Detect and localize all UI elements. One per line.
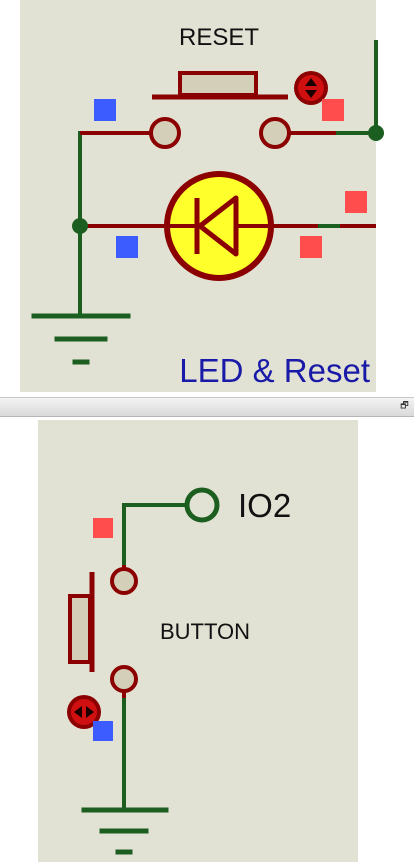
io2-label: IO2 bbox=[238, 487, 291, 524]
reset-contact-left bbox=[149, 117, 181, 149]
led-component[interactable] bbox=[164, 171, 274, 281]
led-diode-symbol bbox=[197, 195, 239, 257]
reset-label: RESET bbox=[179, 24, 259, 51]
button-contact-top bbox=[110, 567, 138, 595]
reset-plunger-cap bbox=[178, 71, 258, 97]
reset-contact-right bbox=[259, 117, 291, 149]
component-leads-top bbox=[80, 131, 376, 228]
reset-pushbutton[interactable] bbox=[149, 71, 291, 149]
reset-actuator-icon[interactable] bbox=[294, 71, 328, 105]
pin-marker-red-2[interactable] bbox=[345, 191, 367, 213]
pin-markers-top bbox=[94, 99, 367, 258]
ground-symbol-bottom bbox=[81, 807, 169, 855]
junction-dot-left bbox=[72, 218, 88, 234]
button-contact-bottom bbox=[110, 665, 138, 693]
ground-symbol-top bbox=[31, 313, 131, 365]
pin-marker-red-3[interactable] bbox=[300, 236, 322, 258]
top-schematic-pane: RESET LED & Reset bbox=[0, 0, 414, 392]
wire-group-bottom bbox=[122, 503, 188, 812]
button-label: BUTTON bbox=[160, 619, 250, 644]
pin-marker-red-bottom[interactable] bbox=[93, 518, 113, 538]
button-component[interactable] bbox=[68, 565, 138, 698]
bottom-schematic-pane: IO2 BUTTON bbox=[0, 420, 414, 862]
restore-icon[interactable]: 🗗 bbox=[400, 401, 409, 411]
junction-dot-right bbox=[368, 125, 384, 141]
annotation-led-reset: LED & Reset bbox=[179, 352, 370, 389]
pin-marker-blue-2[interactable] bbox=[116, 236, 138, 258]
io2-terminal[interactable] bbox=[184, 487, 220, 523]
pin-marker-blue-bottom[interactable] bbox=[93, 721, 113, 741]
pin-marker-red-1[interactable] bbox=[322, 99, 344, 121]
pane-splitter[interactable]: 🗗 bbox=[0, 397, 414, 417]
pin-marker-blue-1[interactable] bbox=[94, 99, 116, 121]
button-plunger-cap bbox=[68, 594, 92, 664]
button-actuator-icon[interactable] bbox=[67, 695, 101, 729]
